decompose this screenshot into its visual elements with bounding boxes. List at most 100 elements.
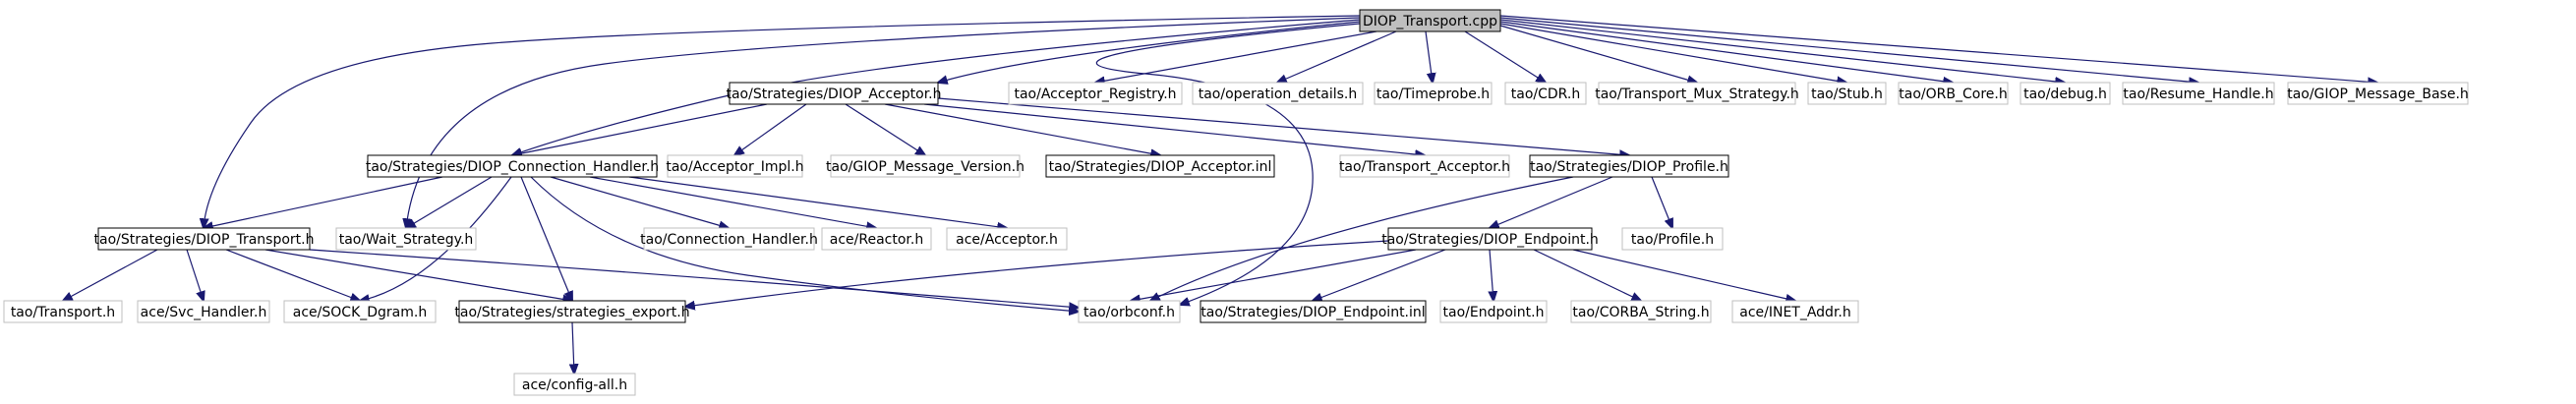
- node-aimpl[interactable]: tao/Acceptor_Impl.h: [666, 154, 804, 178]
- edge-ch-to-tr: [204, 176, 443, 228]
- edge-ch-to-ws: [406, 176, 493, 228]
- edge-acc-to-gmv: [845, 103, 925, 155]
- edge-se-to-cfg: [572, 321, 574, 374]
- node-pr[interactable]: tao/Profile.h: [1621, 227, 1724, 251]
- node-cstr[interactable]: tao/CORBA_String.h: [1570, 300, 1712, 323]
- node-label: tao/Strategies/DIOP_Profile.h: [1530, 159, 1728, 175]
- node-gmb[interactable]: tao/GIOP_Message_Base.h: [2287, 82, 2469, 105]
- edge-ep-to-tep: [1490, 249, 1493, 301]
- node-box: [335, 227, 477, 251]
- node-box: [729, 82, 939, 105]
- edge-prof-to-ep: [1490, 176, 1613, 228]
- edge-tr-to-se: [264, 249, 572, 301]
- node-svc[interactable]: ace/Svc_Handler.h: [137, 300, 270, 323]
- node-se[interactable]: tao/Strategies/strategies_export.h: [454, 300, 690, 323]
- node-label: tao/GIOP_Message_Base.h: [2287, 87, 2469, 102]
- node-label: tao/Timeprobe.h: [1376, 87, 1490, 102]
- node-tacc[interactable]: tao/Transport_Acceptor.h: [1339, 154, 1510, 178]
- node-epinl[interactable]: tao/Strategies/DIOP_Endpoint.inl: [1200, 300, 1427, 323]
- edge-root-to-stub: [1499, 23, 1846, 83]
- edge-ch-to-aacc: [628, 176, 1007, 228]
- node-label: tao/Acceptor_Registry.h: [1014, 87, 1176, 102]
- node-box: [1570, 300, 1712, 323]
- node-box: [1008, 82, 1183, 105]
- node-label: ace/config-all.h: [522, 377, 627, 393]
- node-box: [1200, 300, 1427, 323]
- node-box: [1359, 9, 1501, 32]
- node-gmv[interactable]: tao/GIOP_Message_Version.h: [826, 154, 1025, 178]
- edge-root-to-tp: [1425, 30, 1433, 83]
- node-box: [667, 154, 803, 178]
- node-label: tao/Wait_Strategy.h: [339, 232, 474, 248]
- node-label: tao/Strategies/DIOP_Connection_Handler.h: [366, 159, 659, 175]
- node-ws[interactable]: tao/Wait_Strategy.h: [335, 227, 477, 251]
- node-react[interactable]: ace/Reactor.h: [821, 227, 932, 251]
- node-box: [1621, 227, 1724, 251]
- node-label: tao/Strategies/strategies_export.h: [454, 305, 689, 320]
- node-opd[interactable]: tao/operation_details.h: [1192, 82, 1364, 105]
- node-ch[interactable]: tao/Strategies/DIOP_Connection_Handler.h: [366, 154, 659, 178]
- node-orbc[interactable]: tao/ORB_Core.h: [1898, 82, 2009, 105]
- node-root[interactable]: DIOP_Transport.cpp: [1359, 9, 1501, 32]
- node-label: tao/Strategies/DIOP_Endpoint.inl: [1200, 305, 1425, 320]
- node-box: [513, 373, 636, 396]
- node-label: tao/debug.h: [2023, 87, 2107, 102]
- node-areg[interactable]: tao/Acceptor_Registry.h: [1008, 82, 1183, 105]
- node-tr[interactable]: tao/Strategies/DIOP_Transport.h: [94, 227, 315, 251]
- edge-tr-to-svc: [186, 249, 204, 301]
- node-box: [2287, 82, 2469, 105]
- node-sock[interactable]: ace/SOCK_Dgram.h: [283, 300, 437, 323]
- node-box: [1045, 154, 1275, 178]
- edge-root-to-cdr: [1464, 30, 1546, 83]
- node-box: [821, 227, 932, 251]
- edge-acc-to-tacc: [923, 103, 1425, 155]
- edge-tr-to-ttr: [63, 249, 158, 301]
- edge-ch-to-react: [589, 176, 876, 228]
- node-box: [1078, 300, 1181, 323]
- edge-tr-to-sock: [225, 249, 360, 301]
- node-dbg[interactable]: tao/debug.h: [2020, 82, 2111, 105]
- node-label: tao/Connection_Handler.h: [640, 232, 818, 248]
- edge-ep-to-epinl: [1313, 249, 1446, 301]
- node-box: [643, 227, 815, 251]
- node-acc[interactable]: tao/Strategies/DIOP_Acceptor.h: [726, 82, 942, 105]
- node-conh[interactable]: tao/Connection_Handler.h: [640, 227, 818, 251]
- dependency-nodes: DIOP_Transport.cpp tao/Strategies/DIOP_Ac…: [3, 9, 2469, 396]
- node-box: [1598, 82, 1796, 105]
- node-prof[interactable]: tao/Strategies/DIOP_Profile.h: [1529, 154, 1729, 178]
- node-box: [2122, 82, 2275, 105]
- node-label: tao/Transport.h: [11, 305, 115, 320]
- node-box: [1504, 82, 1587, 105]
- node-cdr[interactable]: tao/CDR.h: [1504, 82, 1587, 105]
- node-box: [1387, 227, 1593, 251]
- node-aacc[interactable]: ace/Acceptor.h: [946, 227, 1068, 251]
- node-box: [1374, 82, 1493, 105]
- node-label: tao/Transport_Acceptor.h: [1339, 159, 1510, 175]
- edge-root-to-tmux: [1499, 25, 1697, 83]
- edge-ep-to-cstr: [1533, 249, 1641, 301]
- node-orbconf[interactable]: tao/orbconf.h: [1078, 300, 1181, 323]
- node-ttr[interactable]: tao/Transport.h: [3, 300, 123, 323]
- edge-ch-to-conh: [550, 176, 729, 228]
- node-rh[interactable]: tao/Resume_Handle.h: [2122, 82, 2275, 105]
- node-tp[interactable]: tao/Timeprobe.h: [1374, 82, 1493, 105]
- node-label: tao/operation_details.h: [1199, 87, 1358, 102]
- node-box: [367, 154, 658, 178]
- node-cfg[interactable]: ace/config-all.h: [513, 373, 636, 396]
- node-box: [1529, 154, 1729, 178]
- node-label: tao/Resume_Handle.h: [2123, 87, 2273, 102]
- edge-tr-to-orbconf: [309, 249, 1079, 308]
- node-label: tao/Transport_Mux_Strategy.h: [1595, 87, 1799, 102]
- node-inet[interactable]: ace/INET_Addr.h: [1731, 300, 1859, 323]
- node-label: ace/Reactor.h: [830, 232, 923, 248]
- node-tmux[interactable]: tao/Transport_Mux_Strategy.h: [1595, 82, 1799, 105]
- edge-ep-to-inet: [1572, 249, 1795, 301]
- edge-ep-to-orbconf: [1131, 249, 1417, 301]
- edge-ch-to-orbconf: [530, 176, 1079, 312]
- node-stub[interactable]: tao/Stub.h: [1807, 82, 1887, 105]
- node-box: [1898, 82, 2009, 105]
- node-ep[interactable]: tao/Strategies/DIOP_Endpoint.h: [1381, 227, 1599, 251]
- node-accinl[interactable]: tao/Strategies/DIOP_Acceptor.inl: [1045, 154, 1275, 178]
- node-tep[interactable]: tao/Endpoint.h: [1439, 300, 1548, 323]
